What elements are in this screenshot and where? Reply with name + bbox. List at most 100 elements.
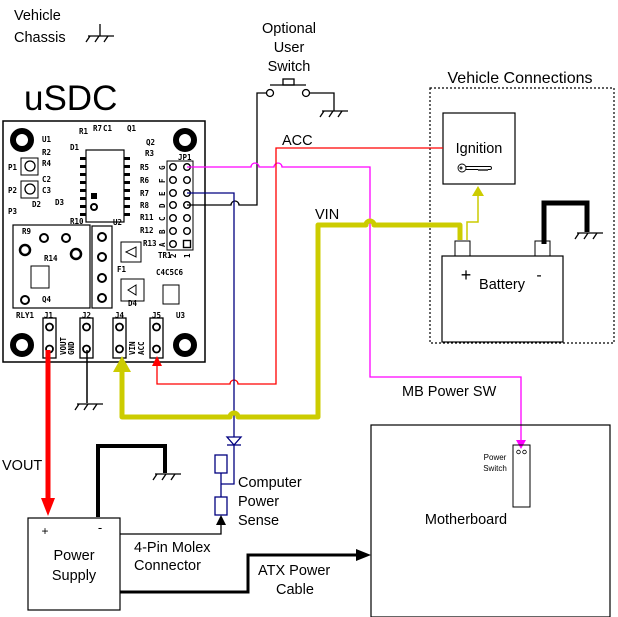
mounting-holes: [10, 128, 197, 357]
silkscreen-label: J4: [115, 311, 125, 320]
j2-label-gnd: GND: [67, 341, 76, 355]
battery-plus: +: [461, 265, 472, 285]
jp1-pin: [168, 188, 177, 197]
j5-label-acc: ACC: [137, 341, 146, 355]
push-switch-icon: [265, 78, 311, 98]
silkscreen-label: R8: [140, 201, 150, 210]
silkscreen-label: C4: [156, 268, 166, 277]
molex-wire: [120, 523, 222, 535]
molex-arrow-icon: [216, 515, 226, 525]
ps-plus: +: [41, 524, 48, 538]
jp1-row-label: G: [158, 165, 167, 170]
board-ground-icon: [74, 403, 104, 411]
jp1-row-label: C: [158, 216, 167, 221]
switch-label-line2: User: [274, 40, 305, 56]
silkscreen-label: U3: [176, 311, 186, 320]
silkscreen-label: R13: [143, 239, 157, 248]
silkscreen-label: R10: [70, 217, 84, 226]
power-switch-label-line1: Power: [484, 453, 507, 462]
key-icon: [457, 163, 492, 173]
silkscreen-label: Q4: [42, 295, 52, 304]
silkscreen-label: J5: [152, 311, 161, 320]
atx-label-line1: ATX Power: [258, 563, 330, 579]
ps-label-line1: Power: [53, 548, 94, 564]
j4-label-vin: VIN: [128, 341, 137, 355]
battery-ground-icon: [574, 232, 604, 240]
silkscreen-label: R11: [140, 213, 154, 222]
battery: + Battery -: [441, 240, 564, 343]
silkscreen-label: Q1: [127, 124, 137, 133]
jp1-row-label: B: [158, 229, 167, 234]
atx-label-line2: Cable: [276, 582, 314, 598]
diode-icon: [225, 436, 243, 446]
silkscreen-label: R2: [42, 148, 51, 157]
jp1-pin: [182, 213, 191, 222]
jp1-pin: [168, 162, 177, 171]
jp1-pin: [168, 213, 177, 222]
silkscreen-label: D2: [32, 200, 41, 209]
vin-label: VIN: [315, 207, 339, 223]
silkscreen-label: D3: [55, 198, 65, 207]
silkscreen-label: R9: [22, 227, 32, 236]
ignition-box: [442, 112, 516, 185]
silkscreen-label: R7: [93, 124, 102, 133]
acc-arrow-icon: [152, 356, 162, 366]
acc-label: ACC: [282, 133, 313, 149]
molex-label-line2: Connector: [134, 558, 201, 574]
jp1-pin: [168, 226, 177, 235]
silkscreen-label: Q2: [146, 138, 155, 147]
sense-resistor-icon: [214, 496, 228, 516]
jp1-pin: [182, 239, 192, 249]
jp1-pin: [182, 226, 191, 235]
silkscreen-label: P3: [8, 207, 18, 216]
silkscreen-label: R3: [145, 149, 155, 158]
silkscreen-label: R7: [140, 189, 149, 198]
atx-cable: [120, 553, 360, 594]
jp1-pin: [168, 175, 177, 184]
silkscreen-label: C6: [174, 268, 184, 277]
silkscreen-label: R5: [140, 163, 149, 172]
board-title: uSDC: [24, 79, 117, 118]
switch-label-line1: Optional: [262, 21, 316, 37]
jp1-row-label: E: [158, 191, 167, 196]
silkscreen-label: R1: [79, 127, 89, 136]
power-switch-header: [512, 444, 531, 508]
sense-wire: [187, 192, 235, 440]
silkscreen-label: U2: [113, 218, 122, 227]
silkscreen-label: R4: [42, 159, 52, 168]
battery-minus: -: [536, 267, 541, 284]
sense-resistor-icon: [214, 454, 228, 474]
power-supply-box: [27, 517, 121, 611]
silkscreen-label: C5: [165, 268, 174, 277]
silkscreen-label: JP1: [178, 153, 192, 162]
sense-label-line3: Sense: [238, 513, 279, 529]
vout-label: VOUT: [2, 458, 42, 474]
silkscreen-label: J2: [82, 311, 91, 320]
jp1-col-label: 1: [183, 253, 192, 258]
mb-power-sw-label: MB Power SW: [402, 384, 497, 400]
j1-label-vout: VOUT: [59, 336, 68, 355]
motherboard-box: [370, 424, 611, 617]
silkscreen-label: R14: [44, 254, 58, 263]
silkscreen-label: R6: [140, 176, 150, 185]
vin-wire: [119, 218, 463, 420]
jp1-pin: [168, 239, 177, 248]
u2-chip: [80, 149, 130, 223]
ps-label-line2: Supply: [52, 568, 97, 584]
silkscreen-label: RLY1: [16, 311, 35, 320]
battery-label: Battery: [479, 277, 526, 293]
power-switch-label-line2: Switch: [483, 464, 507, 473]
connectors: [42, 317, 164, 359]
jp1-row-label: F: [158, 178, 167, 183]
motherboard-label: Motherboard: [425, 512, 507, 528]
jp1-col-label: 2: [169, 253, 178, 258]
silkscreen-label: U1: [42, 135, 52, 144]
silkscreen-label: P1: [8, 163, 18, 172]
switch-ground-icon: [319, 110, 349, 118]
mb-power-sw-wire: [187, 162, 522, 440]
silkscreen-label: TR1: [158, 251, 172, 260]
battery-ground-wire: [541, 200, 590, 244]
